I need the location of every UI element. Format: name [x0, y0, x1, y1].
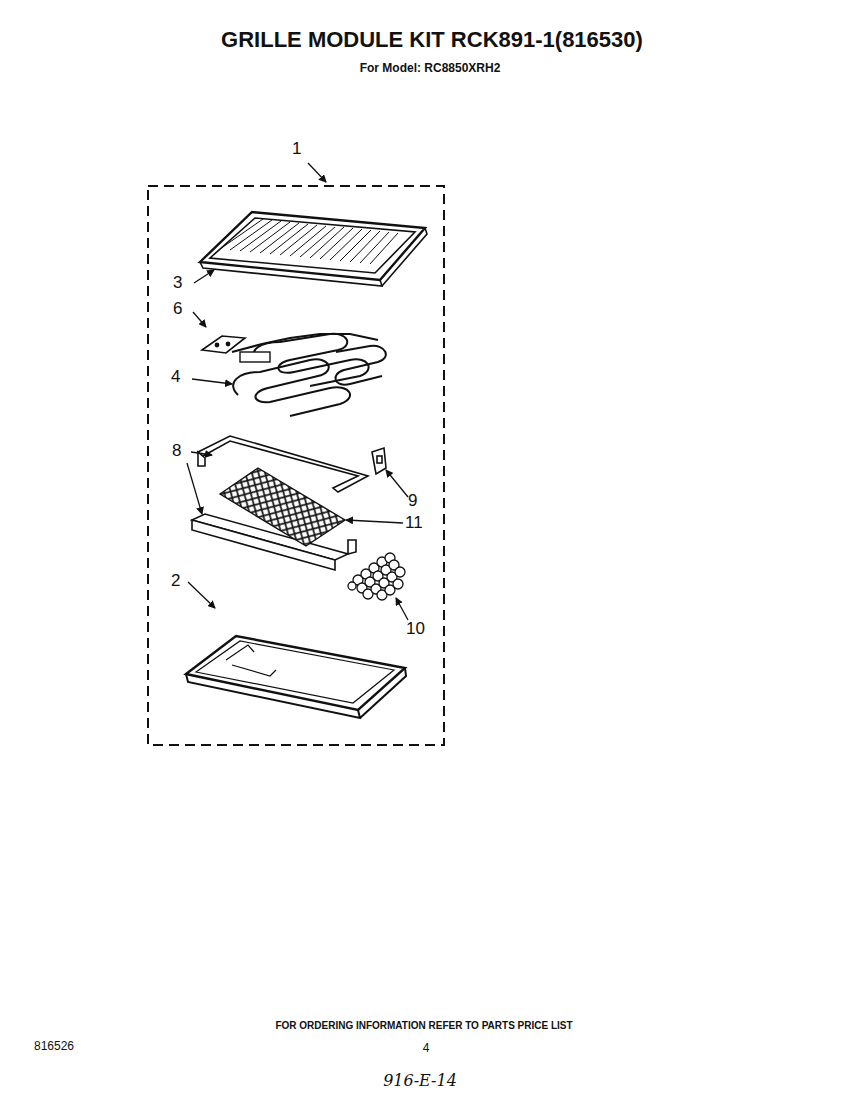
callout-number: 9: [408, 492, 417, 511]
callout-number: 10: [406, 620, 425, 639]
page-code: 816526: [34, 1040, 74, 1053]
callout-number: 4: [171, 368, 180, 387]
callout-number: 1: [292, 140, 301, 159]
side-brackets: [192, 436, 368, 570]
kit-outline: [148, 186, 444, 745]
footer-note: FOR ORDERING INFORMATION REFER TO PARTS …: [275, 1020, 572, 1031]
callout-number: 6: [173, 300, 182, 319]
rock-grate: [220, 468, 345, 546]
model-note: For Model: RC8850XRH2: [360, 62, 501, 75]
page-number: 4: [423, 1042, 430, 1055]
callout-number: 11: [405, 514, 423, 533]
heating-element: [232, 334, 386, 416]
drip-pan: [186, 636, 406, 718]
diagram-title: GRILLE MODULE KIT RCK891-1(816530): [221, 28, 643, 52]
lava-rocks: [348, 553, 405, 600]
leader-lines: [187, 163, 408, 620]
callout-number: 2: [171, 572, 180, 591]
handwritten-ref: 916-E-14: [383, 1072, 457, 1090]
grille-tray: [200, 212, 427, 286]
clip: [372, 448, 386, 474]
callout-number: 8: [172, 442, 181, 461]
callout-number: 3: [173, 274, 182, 293]
